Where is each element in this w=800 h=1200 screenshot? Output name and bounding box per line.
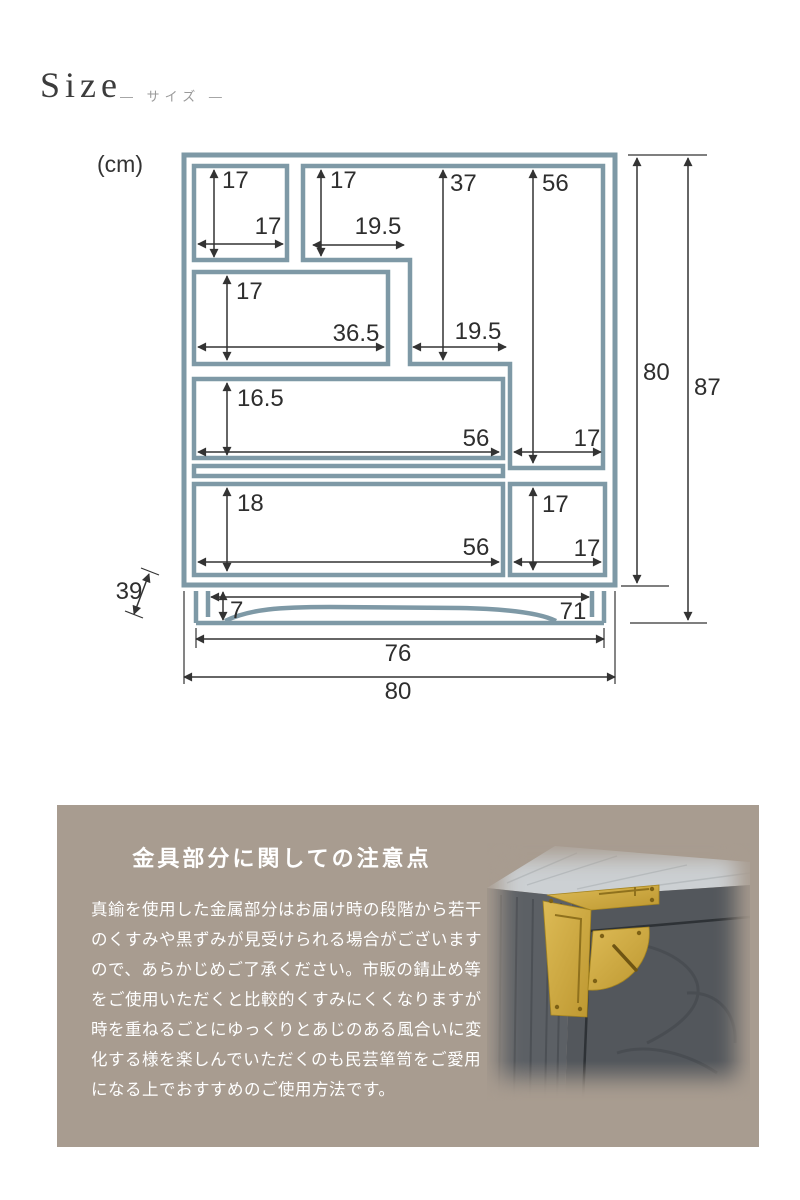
brass-corner-bracket [542, 884, 660, 1018]
dim-right-box-width: 17 [574, 535, 601, 562]
notice-title: 金具部分に関しての注意点 [132, 846, 432, 871]
dim-small-drawer-height: 17 [236, 278, 263, 305]
unit-label: (cm) [97, 151, 143, 177]
dim-drawer3-height: 18 [237, 490, 264, 517]
cabinet-top-surface [487, 846, 751, 897]
base-plinth [193, 591, 607, 626]
drawer-divider-rail [191, 463, 506, 479]
dim-drawer2-width: 56 [463, 425, 490, 452]
page-title: Size [40, 65, 122, 105]
dim-base-height: 7 [230, 597, 243, 624]
dim-top-left-door-width: 17 [255, 213, 282, 240]
brass-fitting-photo [487, 843, 751, 1102]
notice-body: 真鍮を使用した金属部分はお届け時の段階から若干 のくすみや黒ずみが見受けられる場… [91, 901, 482, 1100]
brass-fitting-illustration [487, 843, 751, 1102]
dim-base-inner-width: 71 [560, 598, 587, 625]
dim-drawer3-width: 56 [463, 534, 490, 561]
dim-top-left-door-height: 17 [222, 167, 249, 194]
photo-bottom-fade [487, 1061, 750, 1101]
size-diagram: (cm) [97, 151, 721, 705]
page-subtitle: — サイズ — [120, 89, 227, 104]
compartment-top-left-door [191, 163, 290, 263]
dim-open-shelf-width: 19.5 [355, 213, 402, 240]
dim-small-drawer-width: 36.5 [333, 320, 380, 347]
dim-right-column-height: 56 [542, 170, 569, 197]
dim-depth: 39 [116, 578, 143, 605]
brass-quarter-plate [587, 926, 650, 991]
dim-body-height: 80 [643, 359, 670, 386]
dim-total-height: 87 [694, 374, 721, 401]
compartment-small-drawer [191, 269, 391, 367]
dim-total-width: 80 [385, 678, 412, 705]
dim-right-box-height: 17 [542, 491, 569, 518]
dimension-lines [124, 154, 707, 684]
dim-drawer2-height: 16.5 [237, 385, 284, 412]
cabinet-outline [181, 152, 618, 588]
compartment-open-shelf [300, 163, 606, 471]
door-top-seam [589, 915, 751, 933]
compartment-drawer2 [191, 376, 506, 461]
dim-open-shelf-height: 17 [330, 167, 357, 194]
dim-middle-column-height: 37 [450, 170, 477, 197]
dim-right-column-width: 17 [574, 425, 601, 452]
compartment-drawer3 [191, 481, 506, 578]
compartment-right-box [507, 481, 608, 578]
dim-middle-column-width: 19.5 [455, 318, 502, 345]
dim-base-width: 76 [385, 640, 412, 667]
notice-panel: 金具部分に関しての注意点 真鍮を使用した金属部分はお届け時の段階から若干 のくす… [57, 805, 759, 1147]
